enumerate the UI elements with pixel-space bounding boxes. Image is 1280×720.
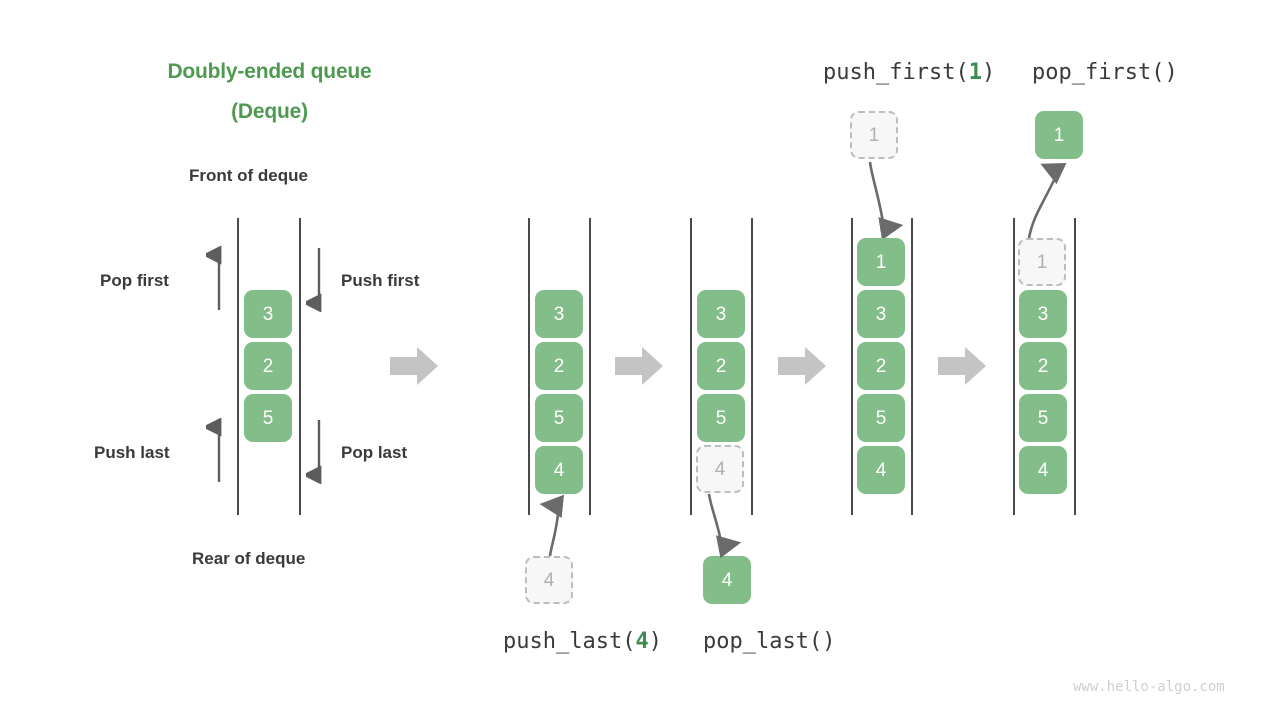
front-of-deque-label: Front of deque [189,166,308,185]
push-first-caption-arg: 1 [968,60,982,85]
push-last-caption-prefix: push_last( [503,629,636,654]
stage5-box-2: 5 [1019,394,1067,442]
stage3-outgoing-box: 4 [703,556,751,604]
stage4-box-2: 2 [857,342,905,390]
transition-arrow-3-icon [778,347,826,385]
push-first-caption-prefix: push_first( [823,60,969,85]
stage2-box-1: 2 [535,342,583,390]
stage2-box-3: 4 [535,446,583,494]
stage2-rail-right [589,218,591,515]
stage2-box-2: 5 [535,394,583,442]
pop-first-motion-arrow-icon [1027,163,1067,239]
legend-box-2: 5 [244,394,292,442]
pop-last-caption: pop_last() [703,629,836,654]
stage5-rail-right [1074,218,1076,515]
pop-last-motion-arrow-icon [707,493,742,558]
stage4-box-1: 3 [857,290,905,338]
legend-box-0: 3 [244,290,292,338]
stage2-box-0: 3 [535,290,583,338]
stage3-box-2: 5 [697,394,745,442]
pop-last-label: Pop last [341,443,408,462]
diagram-title-line2: (Deque) [231,100,308,123]
stage4-incoming-ghost-box: 1 [850,111,898,159]
diagram-title-line1: Doubly-ended queue [167,60,372,83]
push-last-caption: push_last(4) [503,629,662,654]
stage4-rail-right [911,218,913,515]
stage5-rail-left [1013,218,1015,515]
stage3-box-0: 3 [697,290,745,338]
push-last-motion-arrow-icon [539,494,565,557]
stage5-outgoing-box: 1 [1035,111,1083,159]
stage4-box-0: 1 [857,238,905,286]
stage5-box-3: 4 [1019,446,1067,494]
transition-arrow-4-icon [938,347,986,385]
push-first-motion-arrow-icon [868,161,904,240]
push-first-arrow-icon [306,248,322,312]
push-first-label: Push first [341,271,420,290]
stage3-box-1: 2 [697,342,745,390]
stage2-incoming-ghost-box: 4 [525,556,573,604]
push-last-caption-arg: 4 [635,629,649,654]
stage4-rail-left [851,218,853,515]
stage5-ghost-box: 1 [1018,238,1066,286]
transition-arrow-2-icon [615,347,663,385]
pop-first-label: Pop first [100,271,169,290]
stage3-rail-left [690,218,692,515]
stage5-box-1: 2 [1019,342,1067,390]
stage5-box-0: 3 [1019,290,1067,338]
stage4-box-4: 4 [857,446,905,494]
legend-rail-right [299,218,301,515]
watermark: www.hello-algo.com [1073,679,1225,695]
rear-of-deque-label: Rear of deque [192,549,306,568]
stage3-rail-right [751,218,753,515]
stage3-ghost-box: 4 [696,445,744,493]
pop-first-caption: pop_first() [1032,60,1178,85]
legend-box-1: 2 [244,342,292,390]
push-last-caption-suffix: ) [648,629,662,654]
push-last-arrow-icon [206,418,222,482]
stage4-box-3: 5 [857,394,905,442]
stage2-rail-left [528,218,530,515]
legend-rail-left [237,218,239,515]
pop-last-arrow-icon [306,420,322,484]
push-first-caption-suffix: ) [981,60,996,85]
pop-first-arrow-icon [206,246,222,310]
push-last-label: Push last [94,443,170,462]
push-first-caption: push_first(1) [823,60,995,85]
transition-arrow-1-icon [390,347,438,385]
